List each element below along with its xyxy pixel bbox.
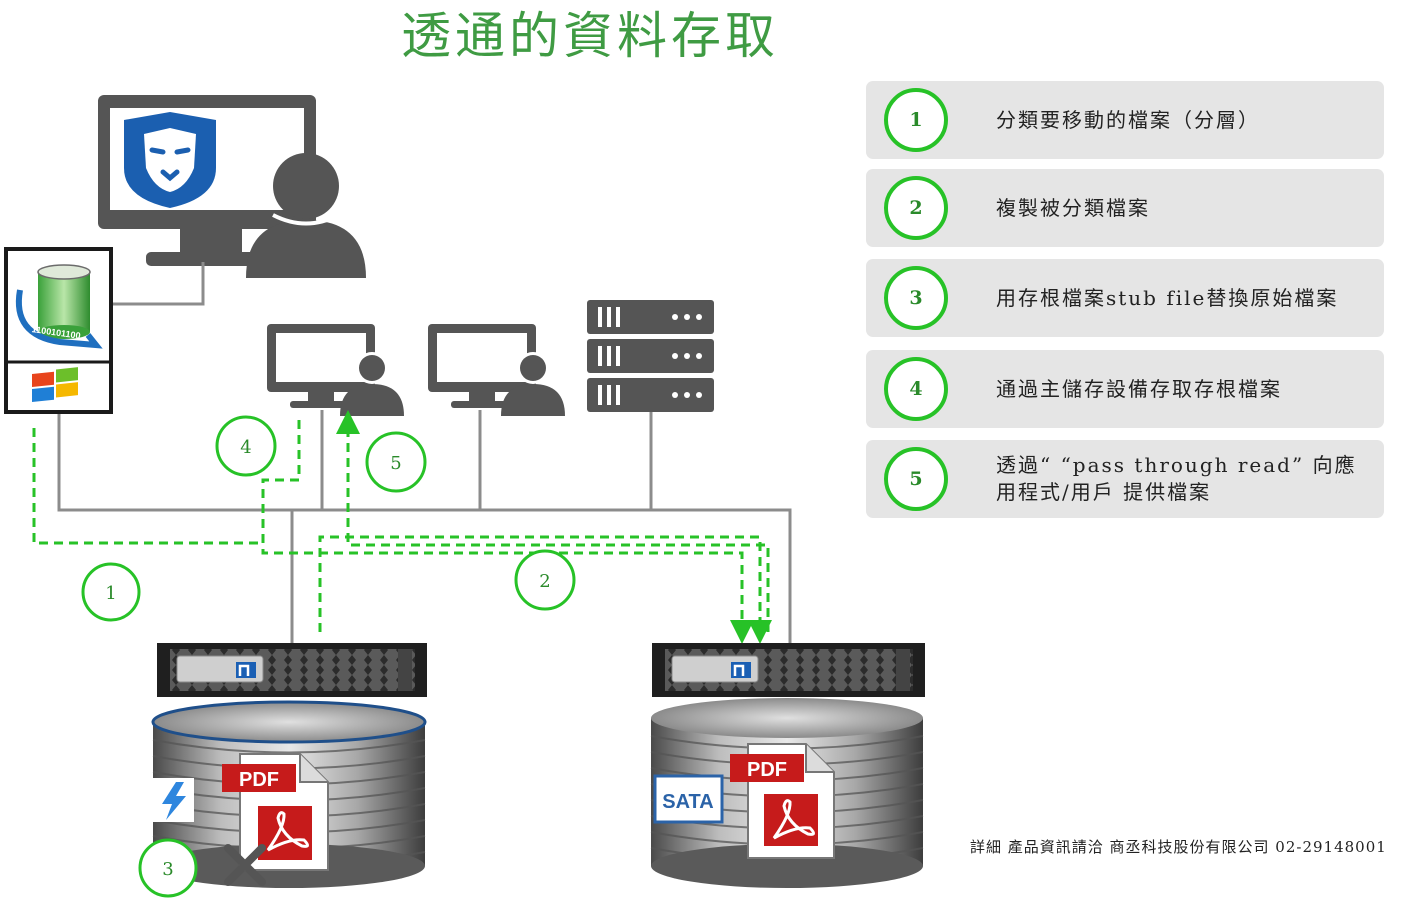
step-number: 3 [884, 266, 948, 330]
step-item-2: 2 複製被分類檔案 [866, 169, 1384, 247]
step-item-4: 4 通過主儲存設備存取存根檔案 [866, 350, 1384, 428]
network-lines [57, 262, 792, 645]
pdf-label-2: PDF [747, 759, 787, 781]
step-number: 5 [884, 447, 948, 511]
windows-logo-icon [32, 367, 78, 402]
flow-circle-1: 1 [81, 562, 141, 622]
flow-circle-5: 5 [365, 431, 427, 493]
client-user-icon [340, 352, 404, 416]
svg-text:3: 3 [162, 859, 173, 880]
client-monitor-icon [267, 324, 375, 408]
step-text: 通過主儲存設備存取存根檔案 [996, 376, 1282, 401]
sata-label: SATA [662, 791, 713, 813]
pdf-file-icon-2: PDF [730, 743, 835, 859]
step-number: 1 [884, 88, 948, 152]
flow-circle-4: 4 [215, 415, 277, 477]
step-text: 複製被分類檔案 [996, 195, 1150, 220]
svg-text:5: 5 [390, 453, 401, 474]
step-text: 分類要移動的檔案（分層） [996, 107, 1260, 132]
flow-lines [32, 410, 772, 644]
pdf-label: PDF [239, 769, 279, 791]
svg-text:1: 1 [105, 583, 116, 604]
sata-badge: SATA [653, 774, 724, 824]
archive-storage-array-icon [652, 643, 925, 697]
delete-x-icon [224, 844, 266, 886]
svg-text:2: 2 [539, 571, 550, 592]
page-title: 透通的資料存取 [401, 7, 779, 65]
step-number: 4 [884, 357, 948, 421]
flow-circle-3: 3 [138, 838, 198, 898]
step-item-3: 3 用存根檔案stub file替換原始檔案 [866, 259, 1384, 337]
flow-line-2 [318, 535, 772, 644]
large-user-icon [246, 153, 366, 278]
client-user-icon-2 [501, 352, 565, 416]
flow-line-4 [261, 420, 754, 644]
flow-circle-2: 2 [514, 549, 576, 611]
lion-logo-icon [124, 112, 216, 208]
svg-text:4: 4 [240, 437, 251, 458]
database-icon: 1100101100 [15, 264, 103, 349]
step-text: 用存根檔案stub file替換原始檔案 [996, 285, 1339, 310]
step-number: 2 [884, 176, 948, 240]
client-monitor-icon-2 [428, 324, 536, 408]
server-rack-icon [587, 300, 714, 412]
flash-icon [152, 778, 194, 822]
primary-storage-array-icon [157, 643, 427, 697]
step-text: 透過“ “pass through read” 向應用程式/用戶 提供檔案 [996, 453, 1357, 504]
step-item-5: 5 透過“ “pass through read” 向應用程式/用戶 提供檔案 [866, 440, 1384, 518]
flow-line-1 [32, 428, 263, 545]
contact-footer: 詳細 產品資訊請洽 商丞科技股份有限公司 02-29148001 [970, 838, 1387, 856]
pdf-file-icon: PDF [222, 753, 329, 871]
step-item-1: 1 分類要移動的檔案（分層） [866, 81, 1384, 159]
